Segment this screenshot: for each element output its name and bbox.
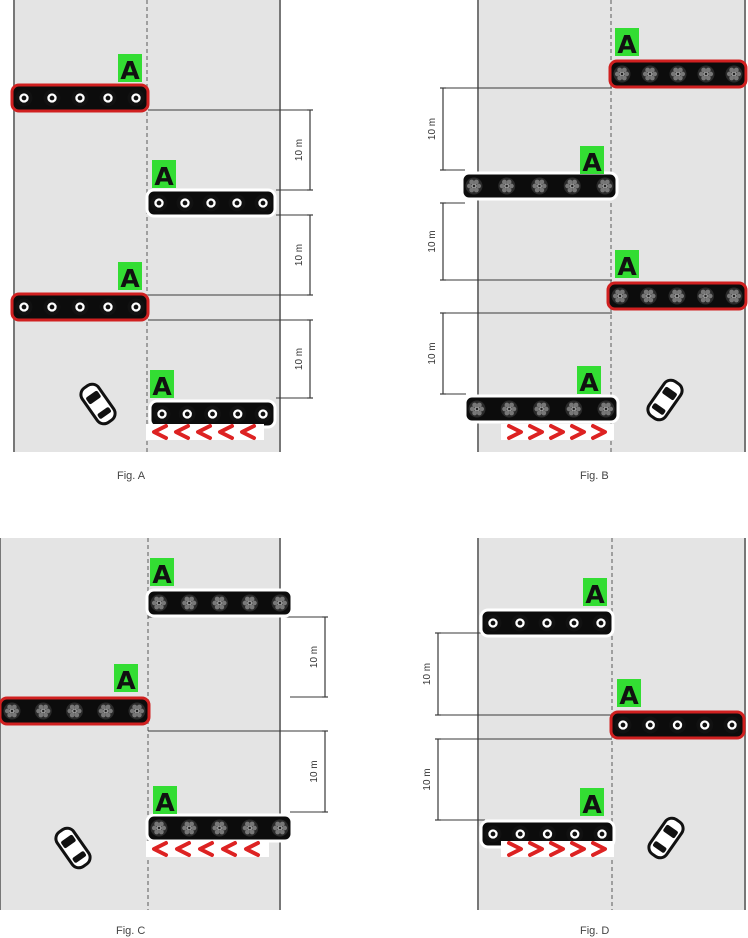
svg-text:A: A xyxy=(152,560,172,589)
chevron-arrow-icon xyxy=(549,424,565,440)
svg-text:A: A xyxy=(582,148,602,177)
svg-text:A: A xyxy=(154,162,174,191)
tire-row xyxy=(145,188,277,218)
marker-label-a: A xyxy=(152,160,176,191)
tire-row xyxy=(10,292,150,322)
chevron-arrow-icon xyxy=(196,424,212,440)
chevron-arrow-icon xyxy=(244,841,260,857)
dimension-label: 10 m xyxy=(427,230,438,252)
chevron-arrow-icon xyxy=(240,424,256,440)
dimension-10m: 10 m xyxy=(427,312,446,395)
chevron-arrow-icon xyxy=(570,424,586,440)
chevron-arrow-icon xyxy=(507,424,523,440)
chevron-arrow-icon xyxy=(591,424,607,440)
chevron-arrow-icon xyxy=(507,841,523,857)
chevron-arrow-icon xyxy=(218,424,234,440)
marker-label-a: A xyxy=(118,54,142,85)
tire-row xyxy=(606,281,748,311)
svg-text:A: A xyxy=(116,666,136,695)
direction-chevrons xyxy=(146,424,264,440)
chevron-arrow-icon xyxy=(174,424,190,440)
chevron-arrow-icon xyxy=(549,841,565,857)
figure-b: 10 m 10 m 10 m A A A A Fig. B xyxy=(427,0,748,482)
chevron-arrow-icon xyxy=(591,841,607,857)
marker-label-a: A xyxy=(118,262,142,293)
dimension-label: 10 m xyxy=(294,348,305,370)
tire-row xyxy=(609,710,746,740)
tire-row xyxy=(10,83,150,113)
dimension-10m: 10 m xyxy=(309,730,328,813)
tire-row xyxy=(479,608,615,638)
chevron-arrow-icon xyxy=(528,424,544,440)
marker-label-a: A xyxy=(580,788,604,819)
dimension-10m: 10 m xyxy=(294,319,313,399)
marker-label-a: A xyxy=(583,578,607,609)
marker-label-a: A xyxy=(617,679,641,710)
dimension-10m: 10 m xyxy=(427,202,446,281)
svg-text:A: A xyxy=(579,368,599,397)
dimension-label: 10 m xyxy=(294,244,305,266)
dimension-10m: 10 m xyxy=(422,632,441,716)
dimension-label: 10 m xyxy=(309,646,320,668)
figure-d: 10 m 10 m A A A Fig. D xyxy=(422,538,746,937)
dimension-10m: 10 m xyxy=(294,109,313,191)
figure-a: 10 m 10 m 10 m A A A A Fig. A xyxy=(10,0,313,482)
chevron-arrow-icon xyxy=(198,841,214,857)
figure-c: 10 m 10 m A A A Fig. C xyxy=(0,538,328,937)
marker-label-a: A xyxy=(580,146,604,177)
dimension-label: 10 m xyxy=(309,760,320,782)
svg-text:A: A xyxy=(120,56,140,85)
tire-row xyxy=(148,399,277,429)
car-top-view-icon xyxy=(54,826,92,870)
dimension-label: 10 m xyxy=(427,342,438,364)
dimension-10m: 10 m xyxy=(427,87,446,171)
marker-label-a: A xyxy=(150,558,174,589)
direction-chevrons xyxy=(501,841,614,857)
tire-row xyxy=(145,588,294,618)
figure-caption: Fig. A xyxy=(117,470,146,482)
figure-caption: Fig. B xyxy=(580,470,609,482)
dimension-label: 10 m xyxy=(427,118,438,140)
marker-label-a: A xyxy=(150,370,174,401)
marker-label-a: A xyxy=(615,250,639,281)
tire-row xyxy=(460,171,619,201)
dimension-label: 10 m xyxy=(294,139,305,161)
car-top-view-icon xyxy=(79,382,117,426)
svg-text:A: A xyxy=(152,372,172,401)
svg-text:A: A xyxy=(155,788,175,817)
dimension-10m: 10 m xyxy=(294,214,313,296)
tire-row xyxy=(608,59,748,89)
tire-row xyxy=(0,696,151,726)
car-top-view-icon xyxy=(647,816,685,860)
chevron-arrow-icon xyxy=(175,841,191,857)
svg-text:A: A xyxy=(617,252,637,281)
tire-row xyxy=(463,394,620,424)
marker-label-a: A xyxy=(153,786,177,817)
dimension-label: 10 m xyxy=(422,768,433,790)
chevron-arrow-icon xyxy=(152,424,168,440)
chevron-arrow-icon xyxy=(570,841,586,857)
dimension-10m: 10 m xyxy=(309,616,328,698)
figure-caption: Fig. D xyxy=(580,925,609,937)
marker-label-a: A xyxy=(615,28,639,59)
marker-label-a: A xyxy=(577,366,601,397)
marker-label-a: A xyxy=(114,664,138,695)
svg-text:A: A xyxy=(619,681,639,710)
car-top-view-icon xyxy=(646,378,684,422)
direction-chevrons xyxy=(146,841,269,857)
svg-text:A: A xyxy=(120,264,140,293)
chevron-arrow-icon xyxy=(528,841,544,857)
tire-row xyxy=(145,813,294,843)
figure-caption: Fig. C xyxy=(116,925,145,937)
svg-text:A: A xyxy=(585,580,605,609)
svg-text:A: A xyxy=(617,30,637,59)
chevron-arrow-icon xyxy=(221,841,237,857)
dimension-10m: 10 m xyxy=(422,738,441,821)
direction-chevrons xyxy=(501,424,614,440)
dimension-label: 10 m xyxy=(422,663,433,685)
svg-text:A: A xyxy=(582,790,602,819)
chevron-arrow-icon xyxy=(152,841,168,857)
